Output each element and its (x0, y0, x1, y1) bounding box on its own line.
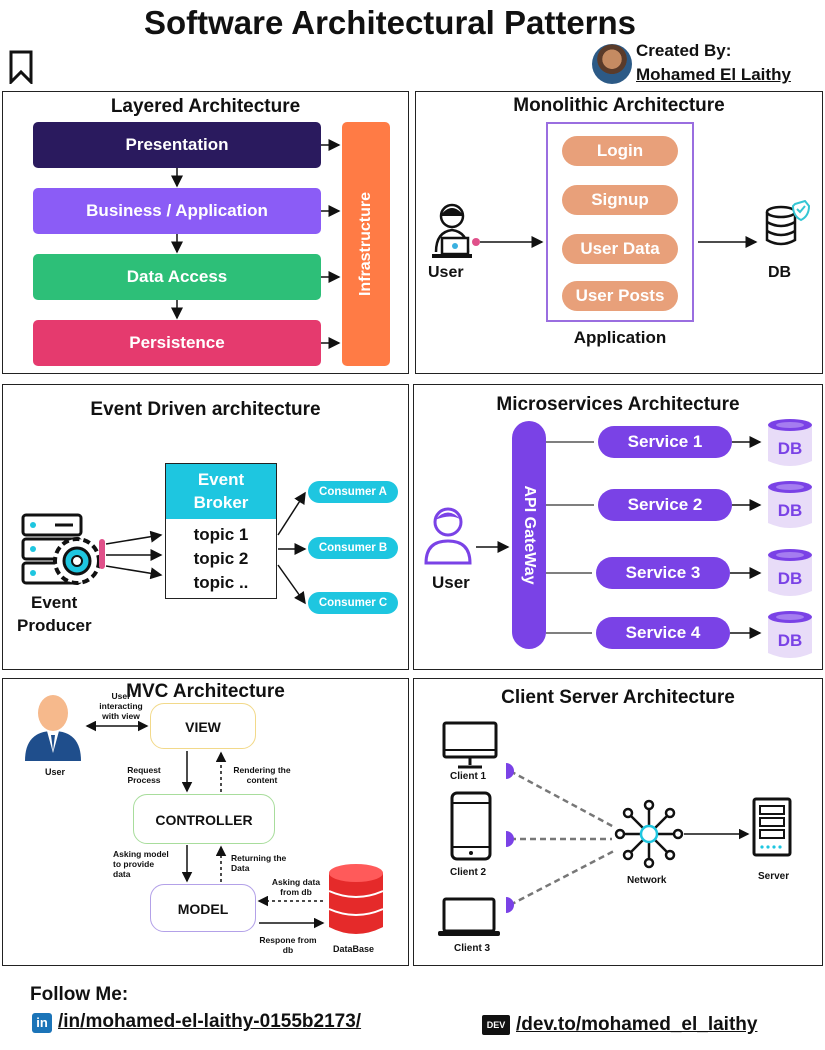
page-title: Software Architectural Patterns (143, 4, 637, 41)
module-user-data: User Data (562, 234, 678, 264)
event-panel: Event Driven architecture Event Broker t… (2, 384, 409, 670)
client-2-label: Client 2 (450, 867, 487, 878)
api-gateway: API GateWay (512, 421, 546, 649)
note-asking-model: Asking model to provide data (113, 849, 169, 879)
dev-link[interactable]: /dev.to/mohamed_el_laithy (516, 1014, 757, 1036)
note-rendering-content: Rendering the content (233, 765, 291, 785)
infrastructure-bar: Infrastructure (342, 122, 390, 366)
mvc-user-label: User (45, 767, 66, 777)
ms-db-2: DB (766, 479, 814, 531)
client-1-label: Client 1 (450, 771, 487, 782)
model-box: MODEL (150, 884, 256, 932)
server-rack-icon (752, 797, 792, 862)
note-asking-db: Asking data from db (271, 877, 321, 897)
layer-presentation: Presentation (33, 122, 321, 168)
note-request-process: Request Process (127, 765, 161, 785)
user-laptop-icon (430, 202, 480, 267)
bookmark-icon[interactable] (9, 50, 33, 89)
mono-arrows (480, 236, 758, 248)
network-icon (614, 799, 684, 874)
ms-db-label-4: DB (777, 631, 803, 650)
topic-3: topic .. (193, 573, 249, 592)
consumer-a: Consumer A (308, 481, 398, 503)
ms-db-3: DB (766, 547, 814, 599)
author-name[interactable]: Mohamed El Laithy (636, 65, 791, 84)
layer-persistence: Persistence (33, 320, 321, 366)
follow-label: Follow Me: (30, 984, 129, 1005)
consumer-b: Consumer B (308, 537, 398, 559)
layer-business: Business / Application (33, 188, 321, 234)
topic-2: topic 2 (193, 549, 249, 568)
ms-db-label-2: DB (777, 501, 803, 520)
event-broker: Event Broker topic 1 topic 2 topic .. (165, 463, 277, 599)
layer-data-access: Data Access (33, 254, 321, 300)
microservices-panel: Microservices Architecture API GateWay S… (413, 384, 823, 670)
note-user-interacting: User interacting with view (99, 691, 143, 721)
ms-db-label-3: DB (777, 569, 803, 588)
application-label: Application (573, 328, 667, 347)
linkedin-link-text[interactable]: /in/mohamed-el-laithy-0155b2173/ (58, 1011, 362, 1032)
client-server-panel: Client Server Architecture Client 1 Clie… (413, 678, 823, 966)
mvc-arrows (85, 720, 325, 929)
mvc-title: MVC Architecture (126, 681, 285, 702)
event-arrows (105, 491, 307, 605)
layered-title: Layered Architecture (110, 96, 301, 117)
event-title: Event Driven architecture (90, 399, 321, 420)
ms-db-1: DB (766, 417, 814, 469)
mvc-database-icon (325, 861, 387, 946)
note-response-db: Respone from db (259, 935, 317, 955)
service-4: Service 4 (596, 617, 730, 649)
ms-user-icon (422, 505, 476, 572)
linkedin-icon-glyph: in (36, 1015, 48, 1030)
note-returning-data: Returning the Data (231, 853, 287, 873)
client-server-title: Client Server Architecture (501, 687, 735, 708)
producer-label-2: Producer (17, 616, 92, 635)
mvc-user-icon (23, 691, 83, 768)
ms-user-label: User (432, 573, 470, 592)
broker-title-1: Event (197, 470, 245, 489)
phone-icon (450, 791, 492, 866)
microservices-title: Microservices Architecture (496, 394, 740, 415)
client-3-label: Client 3 (454, 943, 491, 954)
module-user-posts: User Posts (562, 281, 678, 311)
service-2: Service 2 (598, 489, 732, 521)
mvc-panel: MVC Architecture VIEW CONTROLLER MODEL U… (2, 678, 409, 966)
layered-arrows (171, 139, 341, 349)
ms-db-label-1: DB (777, 439, 803, 458)
ms-arrows (476, 436, 762, 639)
linkedin-icon[interactable]: in (32, 1013, 52, 1033)
module-login: Login (562, 136, 678, 166)
desktop-icon (442, 721, 498, 776)
dev-icon[interactable]: DEV (482, 1015, 510, 1035)
broker-title-2: Broker (193, 493, 249, 512)
mono-db-label: DB (768, 264, 792, 281)
server-label: Server (758, 871, 790, 882)
server-gear-icon (21, 513, 107, 596)
service-3: Service 3 (596, 557, 730, 589)
broker-header: Event Broker (166, 464, 276, 519)
service-1: Service 1 (598, 426, 732, 458)
database-icon (763, 199, 811, 255)
module-signup: Signup (562, 185, 678, 215)
monolithic-title: Monolithic Architecture (513, 95, 725, 116)
client-server-links (506, 763, 750, 913)
dev-icon-glyph: DEV (486, 1020, 506, 1030)
author-avatar (592, 44, 632, 84)
layered-panel: Layered Architecture Presentation Busine… (2, 91, 409, 374)
view-box: VIEW (150, 703, 256, 749)
network-label: Network (627, 875, 667, 886)
ms-db-4: DB (766, 609, 814, 661)
created-by-label: Created By: (636, 41, 732, 60)
monolithic-panel: Monolithic Architecture Login Signup Use… (415, 91, 823, 374)
application-box (546, 122, 694, 322)
consumer-c: Consumer C (308, 592, 398, 614)
linkedin-link[interactable]: /in/mohamed-el-laithy-0155b2173/ (58, 1011, 361, 1033)
controller-box: CONTROLLER (133, 794, 275, 844)
mono-user-label: User (428, 264, 464, 281)
producer-label-1: Event (31, 593, 78, 612)
topic-1: topic 1 (193, 525, 249, 544)
dev-link-text[interactable]: /dev.to/mohamed_el_laithy (516, 1014, 758, 1035)
mvc-database-label: DataBase (333, 944, 375, 954)
laptop-icon (436, 897, 502, 944)
